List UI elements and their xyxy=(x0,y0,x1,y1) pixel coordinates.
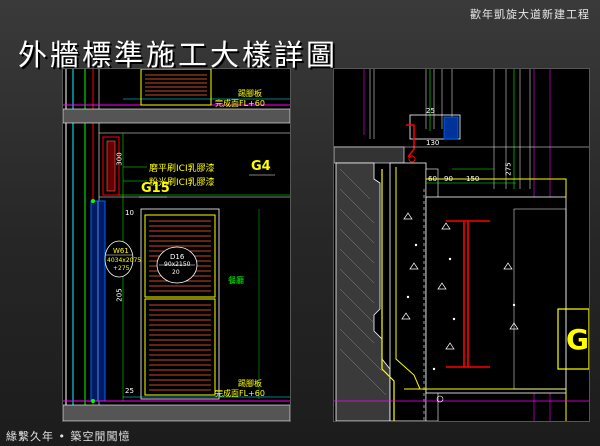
window-offset: +275 xyxy=(113,265,130,272)
tag-g4: G4 xyxy=(251,159,271,174)
dim-205: 205 xyxy=(115,288,124,302)
window-size: 4034x2075 xyxy=(107,257,142,264)
section-drawing-panel: 25 130 60 90 150 275 G xyxy=(333,68,590,422)
door-offset: 20 xyxy=(172,269,180,276)
floor-level-label-bottom: 完成面FL+60 xyxy=(215,389,265,398)
footer-slogan: 緣繫久年 • 築空閒闖憶 xyxy=(6,430,131,443)
project-header: 歡年凱旋大道新建工程 xyxy=(470,8,590,21)
dim-25: 25 xyxy=(125,387,134,395)
paint-label-2: 粉光刷ICI乳膠漆 xyxy=(149,178,215,188)
dim-25: 25 xyxy=(426,107,435,115)
floor-level-label-top: 完成面FL+60 xyxy=(215,99,265,108)
door-tag: D16 xyxy=(170,253,185,261)
dim-10: 10 xyxy=(125,209,134,217)
page-title: 外牆標準施工大樣詳圖 xyxy=(18,38,339,72)
section-drawing xyxy=(334,69,589,421)
skirting-label-top: 踢腳板 xyxy=(238,89,262,98)
dim-90: 90 xyxy=(444,175,453,183)
dim-300: 300 xyxy=(115,152,124,166)
dim-130: 130 xyxy=(426,139,440,147)
elevation-drawing-panel: 踢腳板 完成面FL+60 磨平刷ICI乳膠漆 粉光刷ICI乳膠漆 G4 G15 … xyxy=(62,68,291,422)
tag-g15: G15 xyxy=(141,181,170,196)
window-tag: W61 xyxy=(113,247,129,255)
tag-g: G xyxy=(566,323,589,356)
paint-label-1: 磨平刷ICI乳膠漆 xyxy=(149,164,215,174)
door-size: 90x2150 xyxy=(164,261,191,268)
room-label: 餐廳 xyxy=(228,276,244,285)
dim-150: 150 xyxy=(466,175,480,183)
dim-275: 275 xyxy=(504,162,513,176)
skirting-label-bottom: 踢腳板 xyxy=(238,379,262,388)
dim-60: 60 xyxy=(428,175,437,183)
elevation-drawing xyxy=(63,69,290,421)
